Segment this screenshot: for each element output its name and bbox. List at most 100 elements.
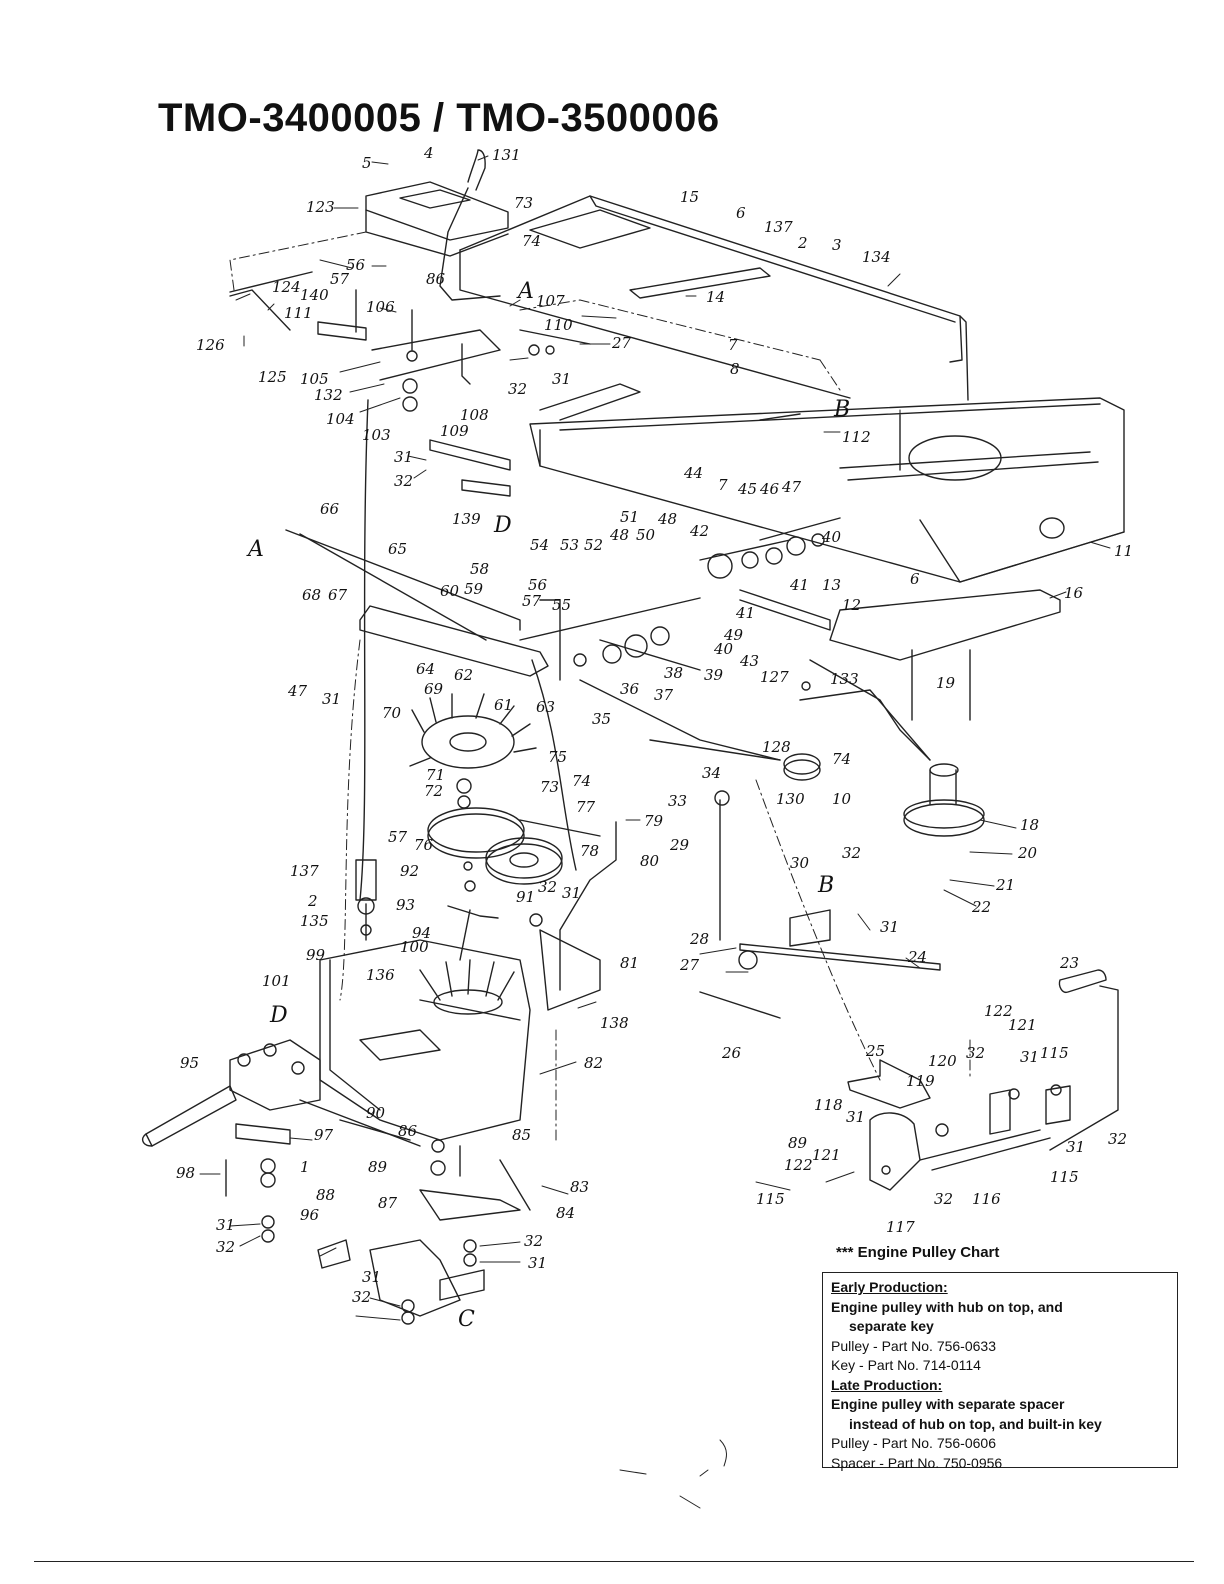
shift-lever-assembly (229, 149, 591, 497)
callout-48-a: 48 (657, 510, 677, 528)
early-key-part: Key - Part No. 714-0114 (831, 1357, 981, 1373)
callout-7-mid: 7 (718, 476, 728, 494)
callout-116: 116 (972, 1190, 1001, 1208)
callout-35: 35 (592, 710, 611, 728)
callout-123: 123 (306, 198, 335, 216)
callout-25: 25 (865, 1042, 885, 1060)
callout-126: 126 (196, 336, 225, 354)
callout-41-b: 41 (735, 604, 755, 622)
callout-49: 49 (723, 626, 744, 644)
callout-29: 29 (669, 836, 690, 854)
callout-108: 108 (460, 406, 489, 424)
callout-84: 84 (556, 1204, 575, 1222)
callout-6-top: 6 (736, 204, 746, 222)
callout-15: 15 (680, 188, 699, 206)
callout-66: 66 (320, 500, 340, 518)
callout-124: 124 (272, 278, 301, 296)
callout-92: 92 (400, 862, 419, 880)
callout-96: 96 (300, 1206, 320, 1224)
callout-1: 1 (300, 1158, 310, 1176)
callout-32-mid: 32 (842, 844, 861, 862)
callout-45: 45 (737, 480, 757, 498)
callout-104: 104 (326, 410, 355, 428)
callout-133: 133 (830, 670, 859, 688)
callout-125: 125 (258, 368, 287, 386)
callout-119: 119 (906, 1072, 935, 1090)
callout-31-left: 31 (394, 448, 413, 466)
callout-115-b: 115 (1050, 1168, 1079, 1186)
label-D-low: D (269, 1003, 288, 1028)
callout-26: 26 (721, 1044, 742, 1062)
callout-137-top: 137 (764, 218, 793, 236)
callout-31-r2: 31 (846, 1108, 865, 1126)
callout-86-top: 86 (426, 270, 446, 288)
callout-28: 28 (689, 930, 709, 948)
engine-pulley-chart: Early Production: Engine pulley with hub… (822, 1272, 1178, 1471)
callout-31-top: 31 (552, 370, 571, 388)
page-bottom-rule (34, 1561, 1194, 1562)
callout-85: 85 (512, 1126, 531, 1144)
callout-2-low: 2 (307, 892, 318, 910)
callout-139: 139 (452, 510, 481, 528)
callout-44: 44 (683, 464, 703, 482)
callout-21: 21 (995, 876, 1015, 894)
callout-39: 39 (704, 666, 724, 684)
callout-32-low: 32 (216, 1238, 235, 1256)
callout-120: 120 (928, 1052, 957, 1070)
callout-99: 99 (306, 946, 326, 964)
callout-27-top: 27 (611, 334, 632, 352)
callout-67: 67 (328, 586, 348, 604)
callout-121-b: 121 (812, 1146, 841, 1164)
callout-91: 91 (516, 888, 535, 906)
callout-12: 12 (842, 596, 861, 614)
callout-74-top: 74 (522, 232, 541, 250)
callout-11: 11 (1114, 542, 1133, 560)
leader-lines (199, 155, 1111, 1321)
callout-101: 101 (262, 972, 291, 990)
label-B-top: B (833, 397, 850, 422)
late-spacer-part: Spacer - Part No. 750-0956 (831, 1454, 1003, 1471)
transaxle-assembly (141, 859, 531, 1325)
callout-52: 52 (584, 536, 603, 554)
callout-31-mid2: 31 (880, 918, 899, 936)
callout-74-mid: 74 (572, 772, 591, 790)
callout-19: 19 (936, 674, 956, 692)
callout-135: 135 (300, 912, 329, 930)
callout-40-b: 40 (713, 640, 734, 658)
callout-128: 128 (762, 738, 791, 756)
callout-32-top: 32 (508, 380, 527, 398)
callout-8: 8 (730, 360, 740, 378)
linkage-assembly (285, 517, 1061, 1019)
callout-32-mid2: 32 (538, 878, 557, 896)
callout-42: 42 (689, 522, 709, 540)
early-pulley-part: Pulley - Part No. 756-0633 (831, 1337, 996, 1354)
callout-31-low3: 31 (362, 1268, 381, 1286)
callout-46: 46 (759, 480, 780, 498)
callout-3: 3 (832, 236, 842, 254)
callout-59: 59 (464, 580, 484, 598)
callout-71: 71 (426, 766, 445, 784)
early-production-label: Early Production: (831, 1279, 948, 1295)
callout-24: 24 (907, 948, 927, 966)
callout-89-a: 89 (788, 1134, 808, 1152)
callout-51: 51 (620, 508, 639, 526)
callout-14: 14 (706, 288, 725, 306)
callout-105: 105 (300, 370, 329, 388)
callout-18: 18 (1020, 816, 1039, 834)
callout-111: 111 (284, 304, 313, 322)
early-description-line-2: separate key (849, 1318, 934, 1334)
callout-57-mid: 57 (522, 592, 542, 610)
label-B-mid: B (817, 873, 834, 898)
callout-41-a: 41 (789, 576, 809, 594)
callout-112: 112 (842, 428, 871, 446)
callout-2-top: 2 (797, 234, 808, 252)
callout-70: 70 (382, 704, 402, 722)
callout-32-r3: 32 (1108, 1130, 1127, 1148)
callout-89-b: 89 (368, 1158, 388, 1176)
callout-47-top: 47 (781, 478, 802, 496)
callout-40-a: 40 (821, 528, 842, 546)
callout-57-low: 57 (388, 828, 408, 846)
callout-74-right: 74 (832, 750, 851, 768)
callout-34: 34 (702, 764, 721, 782)
